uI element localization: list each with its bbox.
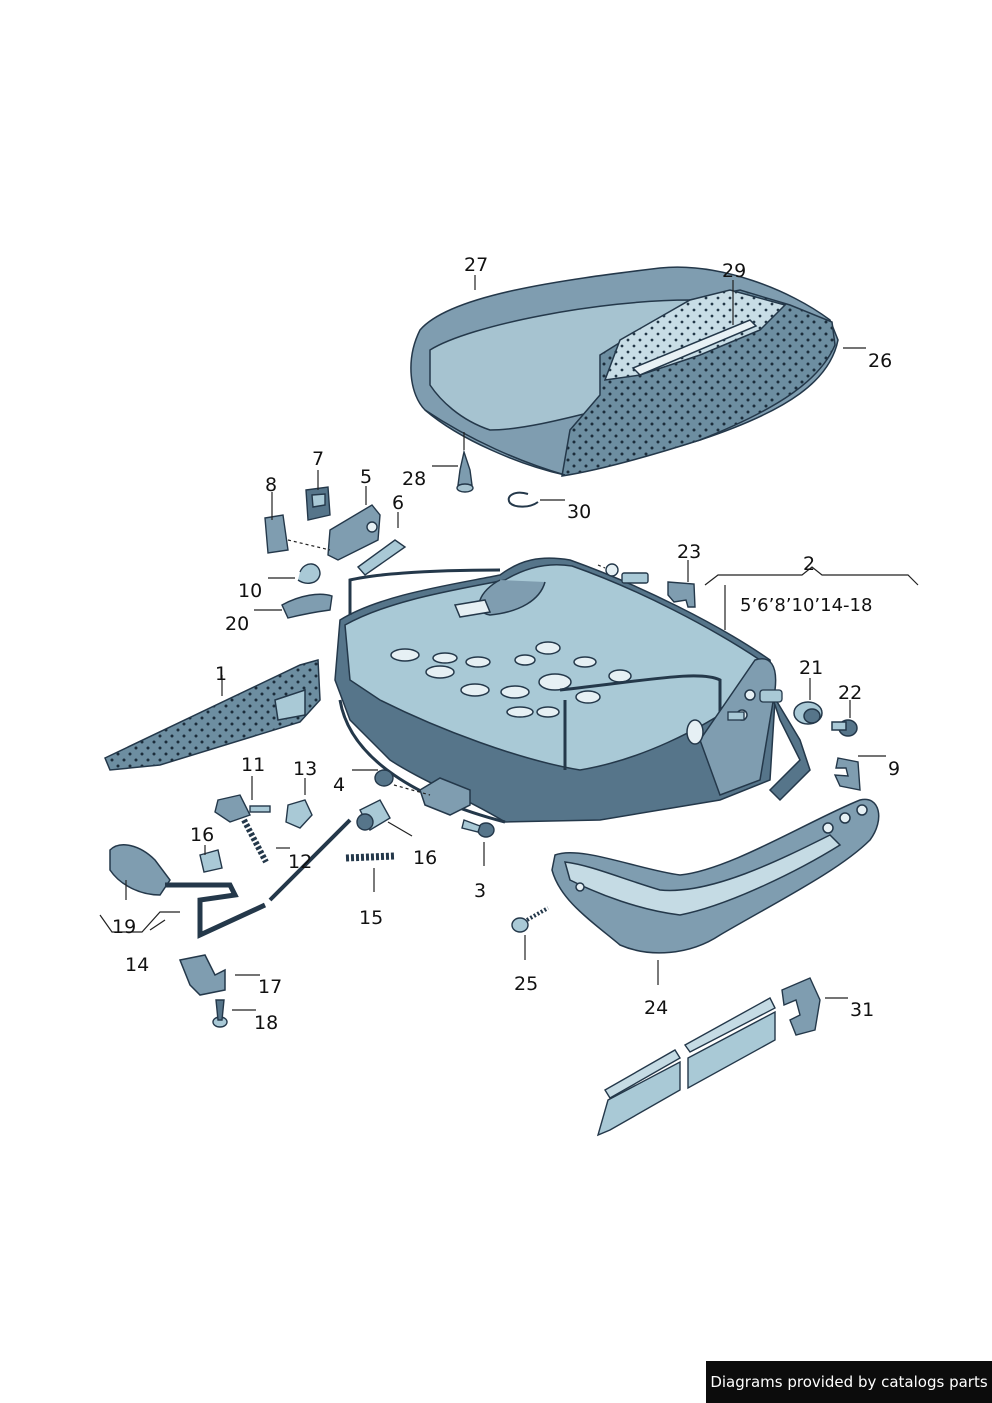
- label-12: 12: [288, 851, 313, 873]
- label-22: 22: [838, 682, 863, 704]
- trim-strips: [596, 997, 776, 1137]
- label-14: 14: [125, 954, 150, 976]
- label-27: 27: [464, 254, 489, 276]
- bushing-21: [793, 701, 823, 725]
- label-9: 9: [888, 758, 901, 780]
- label-11: 11: [241, 754, 266, 776]
- label-6: 6: [392, 492, 405, 514]
- label-8: 8: [265, 474, 278, 496]
- mechanism-parts: [199, 794, 395, 902]
- screw-25: [511, 906, 549, 933]
- clip-9: [833, 757, 861, 791]
- label-21: 21: [799, 657, 824, 679]
- label-20: 20: [225, 613, 250, 635]
- label-24: 24: [644, 997, 669, 1019]
- seat-cushion: [410, 266, 839, 477]
- label-13: 13: [293, 758, 318, 780]
- hinge-parts: [264, 486, 407, 619]
- label-5: 5: [360, 466, 373, 488]
- label-30: 30: [567, 501, 592, 523]
- small-hardware: [356, 769, 495, 838]
- label-2-subparts: 5’6’8’10’14-18: [740, 595, 873, 616]
- label-28: 28: [402, 468, 427, 490]
- label-4: 4: [333, 774, 346, 796]
- label-15: 15: [359, 907, 384, 929]
- label-16-left: 16: [190, 824, 215, 846]
- label-23: 23: [677, 541, 702, 563]
- label-31: 31: [850, 999, 875, 1021]
- label-16-right: 16: [413, 847, 438, 869]
- bolt-22: [831, 719, 858, 737]
- label-19: 19: [112, 916, 137, 938]
- clip-28: [456, 449, 474, 493]
- bolt-group-21: [727, 689, 783, 721]
- clip-23: [605, 563, 696, 608]
- label-18: 18: [254, 1012, 279, 1034]
- ring-30: [507, 491, 539, 508]
- side-rail-1: [104, 659, 321, 771]
- footer-credit: Diagrams provided by catalogs parts: [706, 1361, 992, 1403]
- screw-18: [212, 999, 228, 1028]
- label-29: 29: [722, 260, 747, 282]
- label-3: 3: [474, 880, 487, 902]
- clip-31: [781, 977, 821, 1036]
- label-25: 25: [514, 973, 539, 995]
- label-17: 17: [258, 976, 283, 998]
- label-2: 2: [803, 553, 816, 575]
- label-26: 26: [868, 350, 893, 372]
- label-10: 10: [238, 580, 263, 602]
- lever-handle: [109, 844, 267, 996]
- seat-frame: [334, 557, 811, 824]
- leader-lines: [99, 275, 919, 1011]
- label-1: 1: [215, 663, 228, 685]
- side-trim-24: [551, 798, 880, 954]
- label-7: 7: [312, 448, 325, 470]
